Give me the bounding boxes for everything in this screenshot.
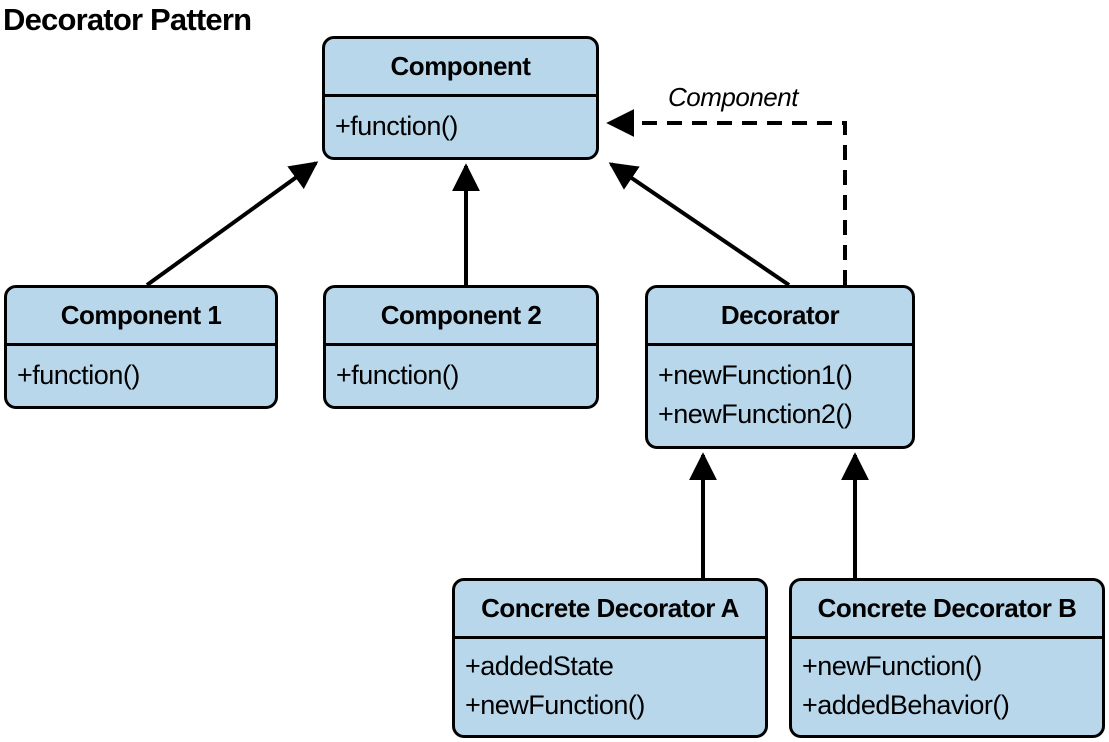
class-methods-concrete-decorator-a: +addedState +newFunction(): [455, 639, 765, 735]
class-methods-concrete-decorator-b: +newFunction() +addedBehavior(): [792, 639, 1102, 735]
class-box-decorator: Decorator +newFunction1() +newFunction2(…: [645, 285, 915, 449]
class-box-component2: Component 2 +function(): [323, 285, 599, 409]
method-label: +newFunction(): [465, 690, 645, 720]
method-label: +addedBehavior(): [802, 690, 1010, 720]
class-methods-decorator: +newFunction1() +newFunction2(): [648, 346, 912, 446]
class-methods-component2: +function(): [326, 346, 596, 406]
class-name-component: Component: [325, 39, 596, 97]
class-methods-component: +function(): [325, 97, 596, 157]
arrow-component1-to-component: [145, 161, 319, 287]
method-label: +addedState: [465, 651, 614, 681]
association-label: Component: [668, 82, 798, 112]
class-name-component2: Component 2: [326, 288, 596, 346]
method-label: +newFunction2(): [658, 399, 853, 429]
method-label: +function(): [335, 110, 458, 141]
class-box-concrete-decorator-b: Concrete Decorator B +newFunction() +add…: [789, 578, 1105, 738]
class-name-concrete-decorator-a: Concrete Decorator A: [455, 581, 765, 639]
method-label: +function(): [336, 359, 459, 390]
class-box-component: Component +function(): [322, 36, 599, 160]
dashed-arrow-decorator-to-component: [606, 109, 847, 285]
class-methods-component1: +function(): [7, 346, 275, 406]
method-label: +function(): [17, 359, 140, 390]
class-name-decorator: Decorator: [648, 288, 912, 346]
method-label: +newFunction(): [802, 651, 982, 681]
diagram-title: Decorator Pattern: [3, 2, 252, 37]
class-name-component1: Component 1: [7, 288, 275, 346]
class-box-concrete-decorator-a: Concrete Decorator A +addedState +newFun…: [452, 578, 768, 738]
class-box-component1: Component 1 +function(): [4, 285, 278, 409]
arrow-decorator-to-component: [608, 162, 791, 287]
method-label: +newFunction1(): [658, 360, 853, 390]
class-name-concrete-decorator-b: Concrete Decorator B: [792, 581, 1102, 639]
